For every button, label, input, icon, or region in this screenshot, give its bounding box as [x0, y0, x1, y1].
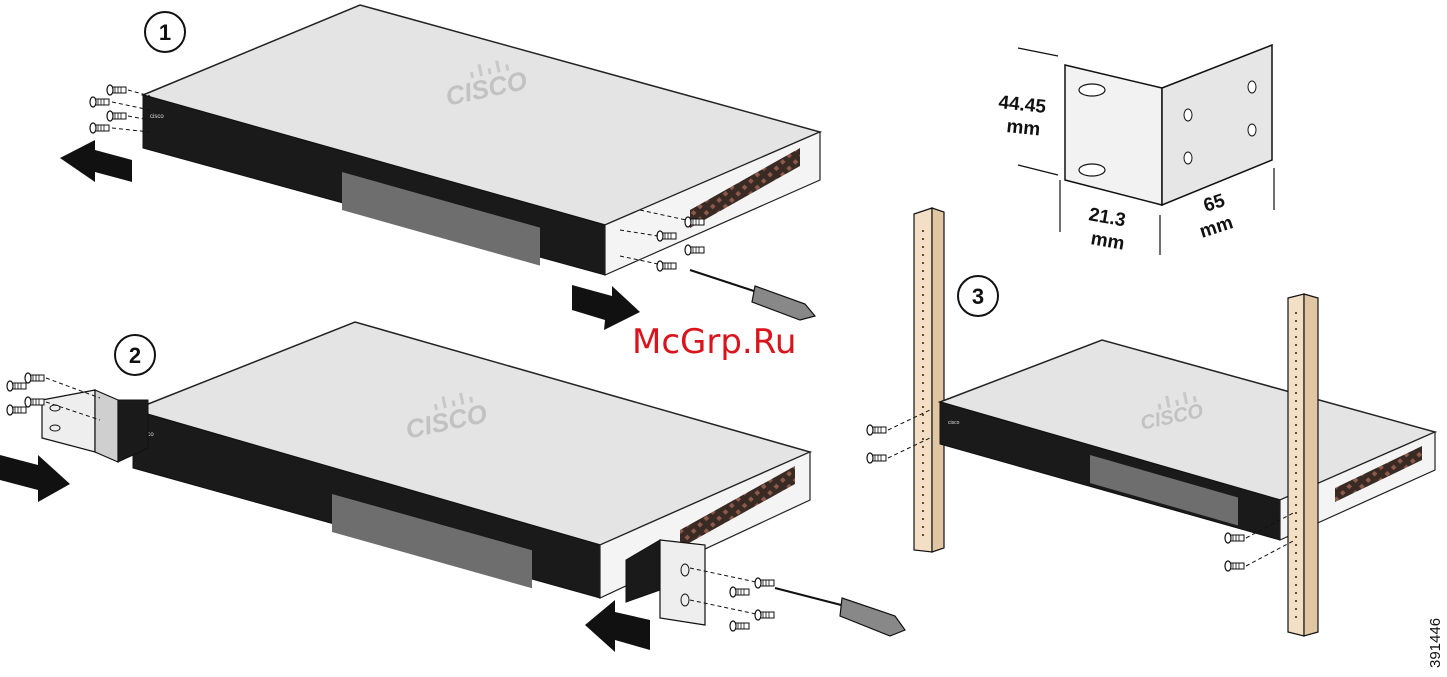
- screw-icon: [7, 381, 26, 391]
- screw-icon: [657, 261, 676, 271]
- step-3-group: 3 CISCO cisco: [867, 208, 1435, 636]
- height-unit: mm: [1005, 116, 1041, 140]
- step-3-number: 3: [972, 284, 984, 309]
- screw-icon: [107, 111, 126, 121]
- screw-icon: [730, 587, 749, 597]
- screwdriver-icon: [690, 270, 815, 320]
- arrow-icon: [585, 600, 650, 652]
- step-1-left-screws: [90, 85, 150, 133]
- screw-icon: [25, 397, 44, 407]
- bracket-icon: [42, 390, 148, 462]
- screw-icon: [867, 425, 886, 435]
- screw-icon: [657, 231, 676, 241]
- depth-unit: mm: [1089, 228, 1126, 255]
- screw-icon: [7, 405, 26, 415]
- screw-icon: [755, 610, 774, 620]
- length-unit: mm: [1197, 212, 1236, 242]
- rack-rail-icon: [1288, 294, 1318, 636]
- step-1-group: 1 CISCO cisco: [60, 5, 820, 330]
- watermark-text: McGrp.Ru: [632, 322, 796, 362]
- screw-icon: [755, 578, 774, 588]
- bracket-icon: [626, 540, 705, 625]
- bracket-icon: [1065, 45, 1272, 205]
- screw-icon: [107, 85, 126, 95]
- switch-3: CISCO cisco: [940, 340, 1435, 540]
- switch-1-panel-label: cisco: [150, 114, 164, 120]
- bracket-dimensions: 44.45 mm 21.3 mm 65 mm: [997, 45, 1274, 255]
- screw-icon: [685, 245, 704, 255]
- switch-2: CISCO cisco: [133, 322, 810, 598]
- depth-value: 21.3: [1087, 204, 1127, 231]
- screw-icon: [685, 217, 704, 227]
- arrow-icon: [60, 140, 132, 182]
- length-value: 65: [1201, 190, 1228, 217]
- screw-icon: [730, 621, 749, 631]
- screw-icon: [1225, 533, 1244, 543]
- step-2-number: 2: [129, 343, 141, 368]
- figure-id: 391446: [1427, 618, 1444, 668]
- step-2-group: 2 CISCO cisco: [0, 322, 905, 652]
- rack-rail-icon: [914, 208, 944, 552]
- switch-3-panel-label: cisco: [948, 420, 960, 426]
- step-1-number: 1: [159, 20, 171, 45]
- screwdriver-icon: [775, 588, 905, 636]
- screw-icon: [90, 123, 109, 133]
- height-value: 44.45: [997, 92, 1047, 118]
- screw-icon: [25, 373, 44, 383]
- switch-1: CISCO cisco: [143, 5, 820, 275]
- screw-icon: [1225, 561, 1244, 571]
- arrow-icon: [572, 285, 640, 330]
- arrow-icon: [0, 455, 70, 502]
- screw-icon: [90, 97, 109, 107]
- screw-icon: [867, 453, 886, 463]
